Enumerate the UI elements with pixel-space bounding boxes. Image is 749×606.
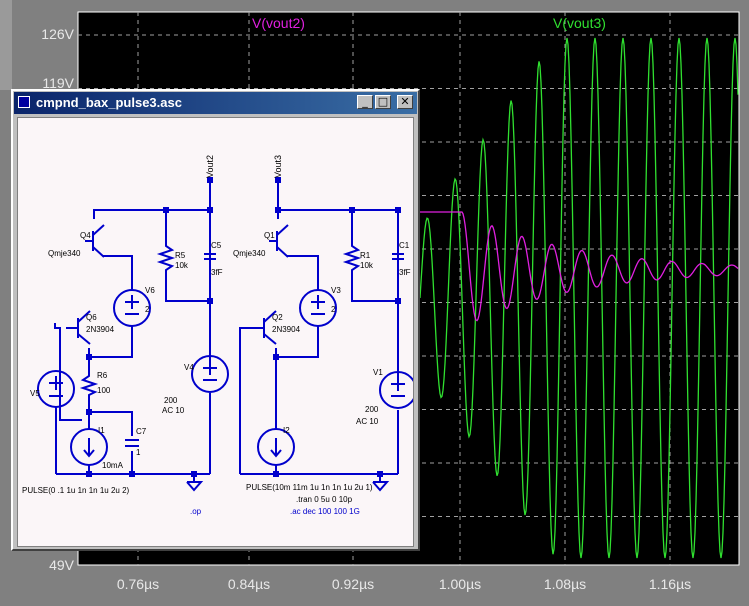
label-i2: I2 [283, 426, 290, 435]
label-q1-model: Qmje340 [233, 249, 266, 258]
window-title: cmpnd_bax_pulse3.asc [36, 95, 182, 110]
schematic-app-icon [18, 96, 30, 108]
directive-op[interactable]: .op [190, 507, 202, 516]
y-tick-label-119: 119V [42, 75, 74, 91]
directive-tran[interactable]: .tran 0 5u 0 10p [296, 495, 353, 504]
label-c1-value: 3fF [399, 268, 411, 277]
label-r5-value: 10k [175, 261, 189, 270]
label-v6: V6 [145, 286, 155, 295]
right-circuit-junctions [273, 177, 401, 477]
schematic-window[interactable]: cmpnd_bax_pulse3.asc _ □ ✕ [11, 89, 420, 551]
left-circuit-wires [54, 180, 211, 482]
x-tick-label: 0.76µs [117, 576, 159, 592]
label-r6-value: 100 [97, 386, 111, 395]
right-circuit-parts [252, 224, 413, 492]
label-v4-value: 200 [164, 396, 178, 405]
label-q6-model: 2N3904 [86, 325, 115, 334]
close-button[interactable]: ✕ [397, 95, 413, 109]
x-tick-label: 0.84µs [228, 576, 270, 592]
label-r1: R1 [360, 251, 371, 260]
label-i1: I1 [98, 426, 105, 435]
label-v4: V4 [184, 363, 194, 372]
label-q2: Q2 [272, 313, 283, 322]
x-tick-label: 1.16µs [649, 576, 691, 592]
label-v3: V3 [331, 286, 341, 295]
label-c1: C1 [399, 241, 410, 250]
label-v1: V1 [373, 368, 383, 377]
label-q4-model: Qmje340 [48, 249, 81, 258]
window-title-bar[interactable]: cmpnd_bax_pulse3.asc _ □ ✕ [14, 92, 417, 114]
trace-title-vout2[interactable]: V(vout2) [252, 15, 305, 31]
label-v1-ac: AC 10 [356, 417, 379, 426]
label-v3-value: 2 [331, 305, 336, 314]
trace-title-vout3[interactable]: V(vout3) [553, 15, 606, 31]
label-r5: R5 [175, 251, 186, 260]
label-v6-value: 2 [145, 305, 150, 314]
schematic-drawing[interactable]: Vout2 Q4 Qmje340 R5 10k C5 3fF V6 2 Q6 2… [18, 118, 413, 546]
label-c7-value: 1 [136, 448, 141, 457]
label-r1-value: 10k [360, 261, 374, 270]
x-tick-label: 1.08µs [544, 576, 586, 592]
label-c7: C7 [136, 427, 147, 436]
label-q2-model: 2N3904 [272, 325, 301, 334]
trace-vout2 [420, 211, 739, 322]
maximize-button[interactable]: □ [375, 95, 391, 109]
y-tick-label-126: 126V [41, 26, 74, 42]
left-circuit-junctions [86, 177, 213, 477]
label-r6: R6 [97, 371, 108, 380]
label-q4: Q4 [80, 231, 91, 240]
label-c5-value: 3fF [211, 268, 223, 277]
minimize-button[interactable]: _ [357, 95, 373, 109]
label-pulse-right: PULSE(10m 11m 1u 1n 1n 1u 2u 1) [246, 483, 373, 492]
plot-side-strip [0, 0, 12, 90]
label-c5: C5 [211, 241, 222, 250]
label-vout2: Vout2 [205, 155, 215, 178]
x-tick-label: 0.92µs [332, 576, 374, 592]
left-circuit-parts [37, 224, 229, 492]
y-tick-label-49: 49V [49, 557, 75, 573]
label-q1: Q1 [264, 231, 275, 240]
label-v4-ac: AC 10 [162, 406, 185, 415]
label-vout3: Vout3 [273, 155, 283, 178]
label-q6: Q6 [86, 313, 97, 322]
trace-vout3 [419, 37, 739, 559]
label-v5: V5 [30, 389, 40, 398]
directive-ac[interactable]: .ac dec 100 100 1G [290, 507, 360, 516]
schematic-canvas[interactable]: Vout2 Q4 Qmje340 R5 10k C5 3fF V6 2 Q6 2… [17, 117, 414, 547]
label-v1-value: 200 [365, 405, 379, 414]
label-pulse-left: PULSE(0 .1 1u 1n 1n 1u 2u 2) [22, 486, 130, 495]
x-tick-label: 1.00µs [439, 576, 481, 592]
label-i1-value: 10mA [102, 461, 124, 470]
